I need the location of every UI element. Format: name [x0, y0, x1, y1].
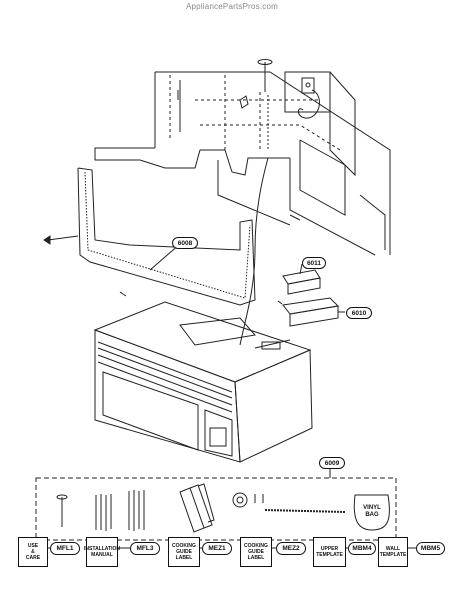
doc-line: UPPER	[320, 546, 339, 552]
code-mez1: MEZ1	[202, 542, 232, 555]
vinyl-bag-line1: VINYL	[363, 505, 381, 511]
kit-anchors-drawing	[95, 490, 145, 531]
cabinet-wall-drawing	[94, 71, 391, 256]
doc-line: LABEL	[247, 555, 265, 561]
callout-leader-cover-top	[299, 263, 303, 275]
doc-line: CARE	[25, 555, 41, 561]
vinyl-bag-label: VINYL BAG	[357, 505, 387, 519]
callout-6011: 6011	[302, 257, 326, 269]
mounting-plate-drawing	[43, 167, 256, 306]
code-mfl1: MFL1	[50, 542, 80, 555]
kit-clip-drawing	[232, 492, 264, 508]
code-mbm5: MBM5	[416, 542, 445, 555]
doc-line: &	[31, 549, 35, 555]
power-cord-drawing	[239, 157, 269, 346]
doc-line: COOKING	[244, 543, 268, 549]
doc-line: INSTALLATION	[84, 546, 120, 552]
watermark-text: AppliancePartsPros.com	[186, 2, 278, 11]
vinyl-bag-line2: BAG	[365, 512, 379, 518]
doc-line: TEMPLATE	[316, 552, 343, 558]
callout-6008: 6008	[172, 237, 198, 249]
doc-line: MANUAL	[91, 552, 113, 558]
kit-screw-drawing	[56, 494, 68, 527]
doc-line: GUIDE	[248, 549, 264, 555]
callout-6010: 6010	[346, 307, 372, 319]
code-mbm4: MBM4	[348, 542, 376, 555]
vinyl-bag-drawing	[353, 494, 390, 531]
doc-line: GUIDE	[176, 549, 192, 555]
code-mez2: MEZ2	[276, 542, 306, 555]
top-bolt-drawing	[177, 59, 273, 109]
code-mfl3: MFL3	[130, 542, 160, 555]
doc-line: LABEL	[175, 555, 193, 561]
kit-brackets-drawing	[179, 483, 215, 533]
doc-line: COOKING	[172, 543, 196, 549]
doc-line: TEMPLATE	[379, 552, 407, 558]
doc-line: USE	[27, 543, 39, 549]
callout-6009: 6009	[319, 457, 345, 469]
kit-strip-drawing	[264, 509, 346, 513]
doc-use-and-care: USE&CARE	[18, 537, 48, 567]
doc-line: WALL	[385, 546, 401, 552]
microwave-oven-drawing	[93, 301, 313, 463]
vent-cover-drawing	[277, 269, 340, 327]
wall-outlet-drawing	[297, 77, 320, 119]
kit-outline	[35, 477, 397, 541]
